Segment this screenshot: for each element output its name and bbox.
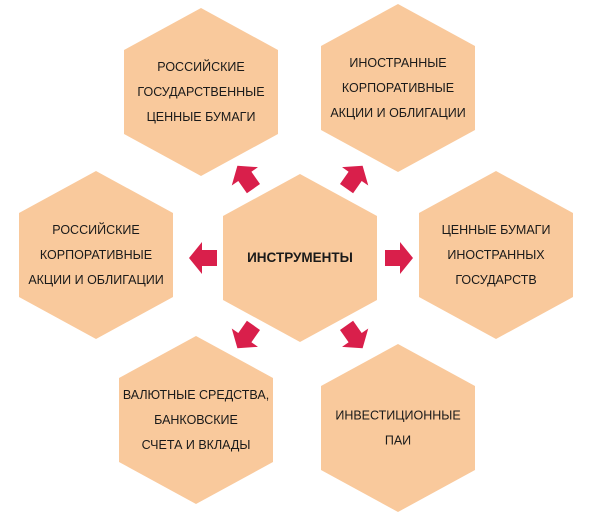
- arrow-right-icon: [385, 242, 413, 274]
- bottom-right-hexagon: ИНВЕСТИЦИОННЫЕ ПАИ: [321, 344, 475, 512]
- hexagon-shape: [119, 336, 273, 504]
- arrow-up-left-icon: [231, 165, 261, 194]
- node-label-line: ИНВЕСТИЦИОННЫЕ: [335, 409, 460, 423]
- node-label-line: ЦЕННЫЕ БУМАГИ: [442, 223, 551, 237]
- node-label-line: АКЦИИ И ОБЛИГАЦИИ: [28, 273, 163, 287]
- node-label-line: ПАИ: [385, 434, 411, 448]
- hexagon-shape: [321, 344, 475, 512]
- node-label-line: ГОСУДАРСТВ: [455, 273, 536, 287]
- node-label-line: АКЦИИ И ОБЛИГАЦИИ: [330, 106, 465, 120]
- node-label-line: РОССИЙСКИЕ: [52, 222, 139, 237]
- node-label-line: КОРПОРАТИВНЫЕ: [40, 248, 152, 262]
- node-label-line: ЦЕННЫЕ БУМАГИ: [147, 110, 256, 124]
- arrow-up-right-icon: [339, 165, 369, 194]
- node-label-line: ИНСТРУМЕНТЫ: [247, 250, 353, 265]
- node-label-line: ВАЛЮТНЫЕ СРЕДСТВА,: [123, 388, 269, 402]
- hexagon-shape: [19, 171, 173, 339]
- node-label-line: ИНОСТРАННЫХ: [447, 248, 545, 262]
- node-label-line: ИНОСТРАННЫЕ: [349, 56, 446, 70]
- node-label-line: РОССИЙСКИЕ: [157, 59, 244, 74]
- right-hexagon: ЦЕННЫЕ БУМАГИ ИНОСТРАННЫХ ГОСУДАРСТВ: [419, 171, 573, 339]
- top-right-hexagon: ИНОСТРАННЫЕ КОРПОРАТИВНЫЕ АКЦИИ И ОБЛИГАЦИ…: [321, 4, 475, 172]
- left-hexagon: РОССИЙСКИЕ КОРПОРАТИВНЫЕ АКЦИИ И ОБЛИГАЦИИ: [19, 171, 173, 339]
- hexagon-shape: [223, 174, 377, 342]
- node-label-line: СЧЕТА И ВКЛАДЫ: [142, 438, 251, 452]
- arrow-down-right-icon: [339, 320, 369, 349]
- hexagon-shape: [124, 8, 278, 176]
- center-hexagon: ИНСТРУМЕНТЫ: [223, 174, 377, 342]
- node-label-line: КОРПОРАТИВНЫЕ: [342, 81, 454, 95]
- hexagon-shape: [419, 171, 573, 339]
- node-label-line: ГОСУДАРСТВЕННЫЕ: [137, 85, 264, 99]
- hexagon-shape: [321, 4, 475, 172]
- arrow-left-icon: [189, 242, 217, 274]
- arrow-down-left-icon: [231, 320, 261, 349]
- top-left-hexagon: РОССИЙСКИЕ ГОСУДАРСТВЕННЫЕ ЦЕННЫЕ БУМАГИ: [124, 8, 278, 176]
- bottom-left-hexagon: ВАЛЮТНЫЕ СРЕДСТВА, БАНКОВСКИЕ СЧЕТА И ВКЛА…: [119, 336, 273, 504]
- node-label-line: БАНКОВСКИЕ: [154, 413, 238, 427]
